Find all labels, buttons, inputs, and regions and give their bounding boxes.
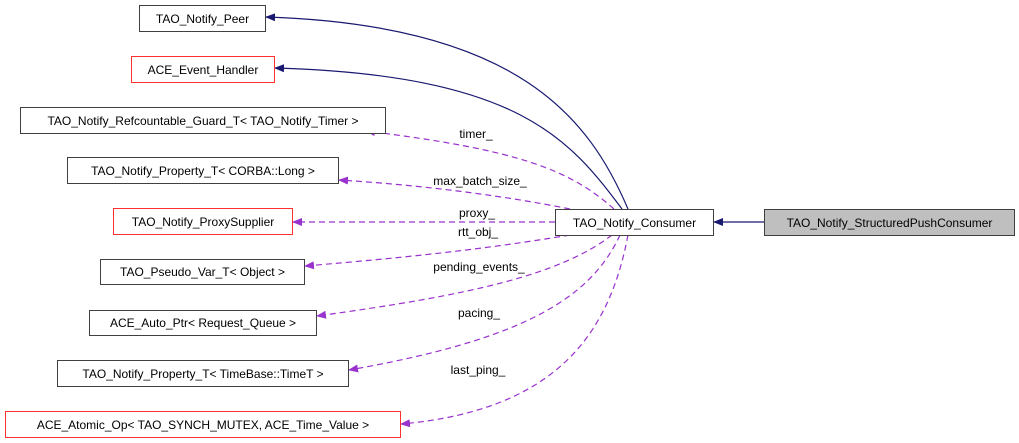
edge-max-batch-size bbox=[338, 176, 571, 210]
node-atomic-op[interactable]: ACE_Atomic_Op< TAO_SYNCH_MUTEX, ACE_Time… bbox=[5, 411, 401, 438]
node-ace-event-handler[interactable]: ACE_Event_Handler bbox=[131, 56, 275, 83]
node-tao-notify-consumer[interactable]: TAO_Notify_Consumer bbox=[555, 209, 714, 236]
node-proxy-supplier[interactable]: TAO_Notify_ProxySupplier bbox=[113, 208, 293, 235]
edge-pacing bbox=[348, 234, 621, 373]
edge-rtt-obj bbox=[304, 234, 571, 270]
node-property-long[interactable]: TAO_Notify_Property_T< CORBA::Long > bbox=[67, 157, 339, 184]
edge-inherit-peer bbox=[265, 13, 629, 210]
edge-timer bbox=[365, 128, 615, 210]
edge-pending-events bbox=[316, 234, 613, 319]
node-tao-notify-peer[interactable]: TAO_Notify_Peer bbox=[139, 5, 266, 32]
edge-last-ping bbox=[400, 234, 629, 428]
edge-label-pending-events: pending_events_ bbox=[433, 260, 525, 274]
edge-label-proxy: proxy_ bbox=[458, 206, 496, 220]
edge-label-rtt-obj: rtt_obj_ bbox=[457, 225, 499, 239]
edge-label-pacing: pacing_ bbox=[457, 306, 501, 320]
edge-label-last-ping: last_ping_ bbox=[450, 363, 506, 377]
node-structured-push-consumer: TAO_Notify_StructuredPushConsumer bbox=[764, 209, 1015, 236]
node-auto-ptr[interactable]: ACE_Auto_Ptr< Request_Queue > bbox=[89, 310, 317, 336]
edge-inherit-event-handler bbox=[274, 64, 623, 210]
node-refcountable-guard[interactable]: TAO_Notify_Refcountable_Guard_T< TAO_Not… bbox=[20, 107, 386, 134]
edge-label-max-batch-size: max_batch_size_ bbox=[433, 174, 527, 188]
edge-label-timer: timer_ bbox=[459, 127, 493, 141]
node-property-timet[interactable]: TAO_Notify_Property_T< TimeBase::TimeT > bbox=[57, 360, 349, 387]
node-pseudo-var[interactable]: TAO_Pseudo_Var_T< Object > bbox=[100, 259, 305, 285]
